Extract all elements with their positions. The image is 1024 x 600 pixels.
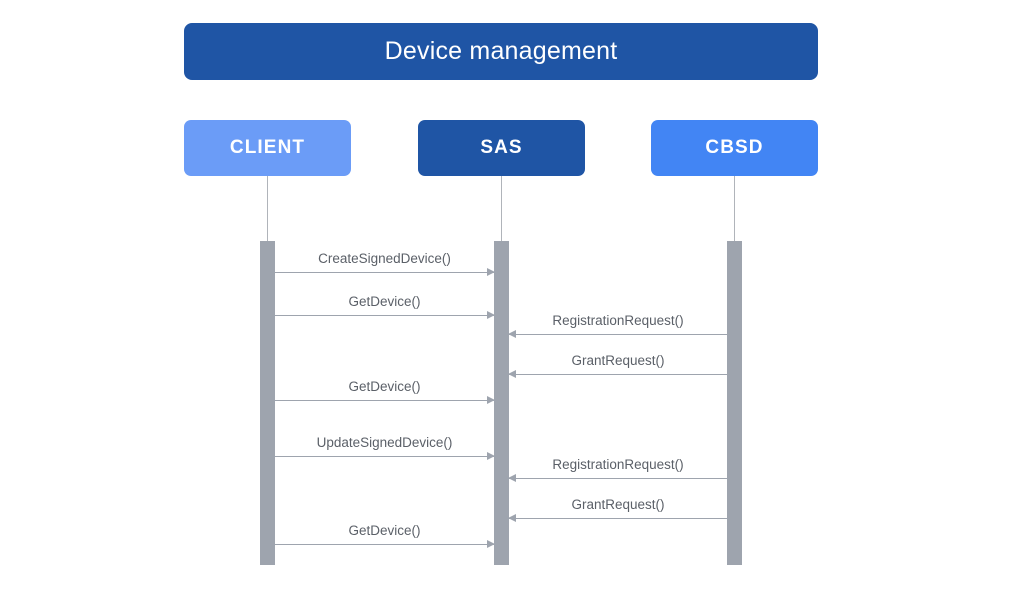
- arrowhead-right-icon: [487, 268, 495, 276]
- participant-sas: SAS: [418, 120, 585, 176]
- arrowhead-left-icon: [508, 514, 516, 522]
- arrowhead-right-icon: [487, 311, 495, 319]
- message-label: GrantRequest(): [571, 497, 665, 512]
- message-label: CreateSignedDevice(): [318, 251, 451, 266]
- participant-label-sas: SAS: [480, 137, 523, 158]
- arrowhead-left-icon: [508, 474, 516, 482]
- participant-cbsd: CBSD: [651, 120, 818, 176]
- activation-bar-cbsd: [727, 241, 742, 565]
- arrowhead-left-icon: [508, 330, 516, 338]
- message-line: [509, 374, 727, 375]
- message-label: RegistrationRequest(): [552, 457, 684, 472]
- message-label: GetDevice(): [348, 379, 421, 394]
- participant-label-client: CLIENT: [229, 137, 306, 158]
- page-title: Device management: [384, 37, 618, 65]
- message-label: GrantRequest(): [571, 353, 665, 368]
- message-line: [275, 544, 494, 545]
- message-label: GetDevice(): [348, 294, 421, 309]
- activation-bar-client: [260, 241, 275, 565]
- message-label: GetDevice(): [348, 523, 421, 538]
- message-line: [509, 334, 727, 335]
- arrowhead-right-icon: [487, 396, 495, 404]
- participant-label-cbsd: CBSD: [705, 137, 764, 158]
- message-line: [275, 272, 494, 273]
- message-line: [275, 315, 494, 316]
- participant-client: CLIENT: [184, 120, 351, 176]
- arrowhead-right-icon: [487, 540, 495, 548]
- message-line: [509, 518, 727, 519]
- message-label: RegistrationRequest(): [552, 313, 684, 328]
- message-line: [275, 400, 494, 401]
- message-label: UpdateSignedDevice(): [316, 435, 453, 450]
- message-line: [275, 456, 494, 457]
- arrowhead-left-icon: [508, 370, 516, 378]
- diagram-title-banner: Device management: [184, 23, 818, 80]
- arrowhead-right-icon: [487, 452, 495, 460]
- message-line: [509, 478, 727, 479]
- activation-bar-sas: [494, 241, 509, 565]
